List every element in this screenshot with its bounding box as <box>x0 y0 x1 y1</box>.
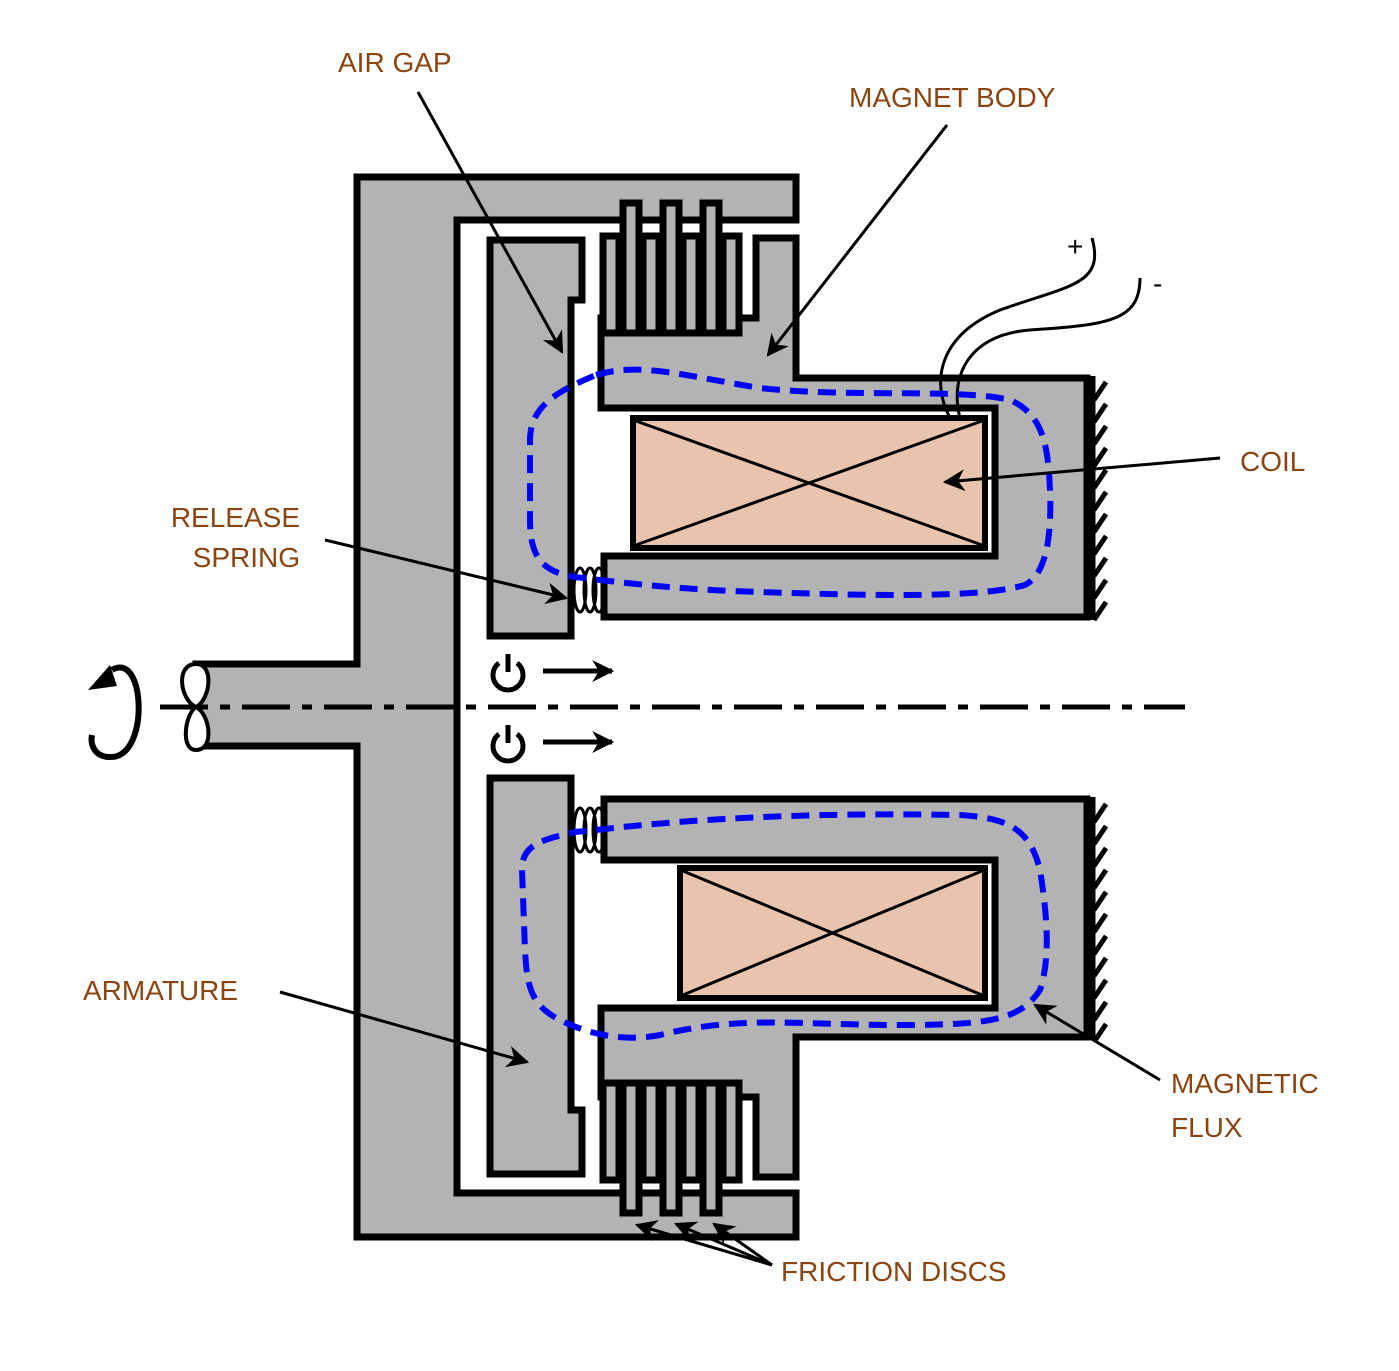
power-icon-top <box>490 654 526 693</box>
label-release-spring-2: SPRING <box>193 542 300 573</box>
label-magnet-body: MAGNET BODY <box>849 82 1056 113</box>
hatch-mark <box>1091 824 1109 846</box>
terminal-negative: - <box>1153 268 1162 299</box>
leader-friction-discs <box>634 1220 773 1267</box>
hatch-mark <box>1091 934 1109 956</box>
friction-discs-top <box>599 199 743 337</box>
label-release-spring-1: RELEASE <box>171 502 300 533</box>
terminal-positive: + <box>1067 231 1083 262</box>
leader-release-spring <box>324 538 569 605</box>
hatch-mark <box>1091 512 1109 534</box>
ground-hatch-icon <box>1088 376 1109 1044</box>
magnetic-flux-bottom <box>518 811 1050 1041</box>
magnetic-flux-top <box>527 366 1054 599</box>
hatch-mark <box>1091 1000 1109 1022</box>
hatch-mark <box>1091 978 1109 1000</box>
hatch-mark <box>1091 556 1109 578</box>
hatch-mark <box>1091 490 1109 512</box>
hatch-mark <box>1091 600 1109 622</box>
shaft-break-icon <box>180 661 211 753</box>
hatch-mark <box>1091 578 1109 600</box>
hatch-mark <box>1091 534 1109 556</box>
hatch-mark <box>1091 846 1109 868</box>
hatch-mark <box>1091 868 1109 890</box>
coil-top <box>630 415 988 551</box>
hatch-mark <box>1091 802 1109 824</box>
rotation-arrow-icon <box>88 664 142 761</box>
hatch-mark <box>1091 446 1109 468</box>
armature-bottom <box>486 774 586 1178</box>
power-icon-bottom <box>490 725 526 764</box>
release-spring-top <box>572 566 607 614</box>
leader-magnetic-flux <box>1033 1003 1161 1082</box>
hatch-mark <box>1091 890 1109 912</box>
label-air-gap: AIR GAP <box>338 47 452 78</box>
hatch-mark <box>1091 468 1109 490</box>
leader-air-gap <box>416 91 564 354</box>
hatch-mark <box>1091 912 1109 934</box>
hatch-mark <box>1091 956 1109 978</box>
leader-armature <box>279 990 530 1068</box>
hatch-mark <box>1091 424 1109 446</box>
leader-coil <box>942 456 1221 492</box>
hatch-mark <box>1091 1022 1109 1044</box>
hatch-mark <box>1091 380 1109 402</box>
friction-discs-bottom <box>599 1079 743 1217</box>
label-magnetic-flux-1: MAGNETIC <box>1171 1068 1319 1099</box>
coil-lead-wires <box>939 237 1142 419</box>
label-magnetic-flux-2: FLUX <box>1171 1112 1243 1143</box>
coil-bottom <box>677 865 988 1001</box>
leader-magnet-body <box>766 124 949 357</box>
label-armature: ARMATURE <box>83 975 238 1006</box>
label-coil: COIL <box>1240 446 1305 477</box>
hatch-mark <box>1091 402 1109 424</box>
label-friction-discs: FRICTION DISCS <box>781 1256 1007 1287</box>
